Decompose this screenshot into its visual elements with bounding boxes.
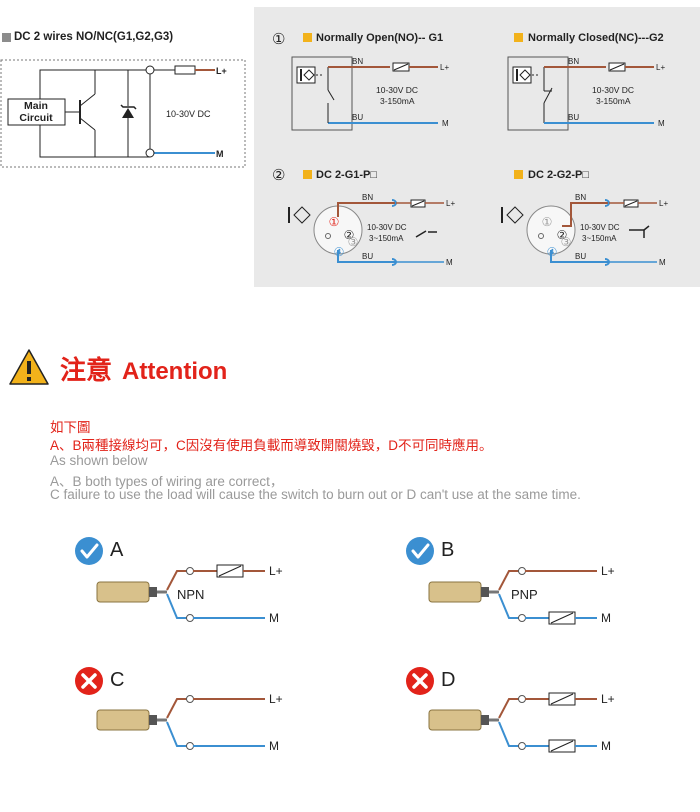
cross-icon <box>75 667 103 695</box>
case-b-letter: B <box>441 539 455 561</box>
note-line-1: 如下圖 <box>50 420 91 435</box>
bn-label: BN <box>362 193 373 202</box>
lplus-label: L+ <box>216 66 227 76</box>
lplus-label: L+ <box>659 199 668 208</box>
gray-square-icon <box>2 33 11 42</box>
m-label: M <box>442 119 449 128</box>
lplus-label: L+ <box>656 63 665 72</box>
orange-square-icon <box>303 33 312 42</box>
npn-label: NPN <box>177 587 204 602</box>
lplus-label: L+ <box>269 692 283 706</box>
attention-title-en: Attention <box>122 358 228 385</box>
sensor-body <box>96 709 150 731</box>
bu-label: BU <box>352 113 363 122</box>
m-label: M <box>269 611 279 625</box>
current-label: 3-150mA <box>596 96 631 106</box>
zener-diode-symbol <box>122 108 134 118</box>
voltage-label: 10-30V DC <box>376 85 418 95</box>
g2p-diagram: ① ② ③ ④ BN BU L+ M 10-30V DC 3~150mA <box>501 193 668 267</box>
main-label: Main <box>24 100 48 112</box>
dashed-outline <box>0 59 246 168</box>
bn-label: BN <box>575 193 586 202</box>
m-label: M <box>658 119 665 128</box>
case-d-wiring: L+ M <box>428 692 615 753</box>
bu-label: BU <box>568 113 579 122</box>
sensor-icon <box>296 66 316 84</box>
number-2: ② <box>272 167 286 184</box>
circuit-label: Circuit <box>19 112 53 124</box>
voltage-label: 10-30V DC <box>592 85 634 95</box>
dc-circuit-diagram: Main Circuit 10-30V DC L+ M <box>0 59 246 168</box>
no-switch-symbol <box>415 230 427 238</box>
pin-2: ② <box>344 228 355 242</box>
sensor-body <box>96 581 150 603</box>
pin-3: ③ <box>348 235 359 249</box>
m-label: M <box>601 739 611 753</box>
m-label: M <box>446 258 453 267</box>
m-label: M <box>269 739 279 753</box>
lplus-label: L+ <box>601 692 615 706</box>
m-label: M <box>216 149 224 159</box>
load-box <box>174 65 196 75</box>
case-a-letter: A <box>110 539 124 561</box>
voltage-label: 10-30V DC <box>367 223 407 232</box>
orange-square-icon <box>514 33 523 42</box>
current-label: 3~150mA <box>369 234 404 243</box>
g1p-diagram: ① ② ③ ④ BN BU L+ M 10-30V DC 3~150mA <box>288 193 455 267</box>
dc-block: DC 2 wires NO/NC(G1,G2,G3) Main Circuit … <box>0 0 252 175</box>
note-line-2: A、B兩種接線均可，C因沒有使用負載而導致開關燒毀，D不可同時應用。 <box>50 438 493 453</box>
sensor-body <box>428 709 482 731</box>
g1p-title: DC 2-G1-P□ <box>316 169 378 181</box>
sensor-body <box>428 581 482 603</box>
m-label: M <box>601 611 611 625</box>
number-1: ① <box>272 31 286 48</box>
check-icon <box>75 537 103 565</box>
bn-label: BN <box>568 57 579 66</box>
attention-title: 注意 Attention <box>60 350 227 387</box>
case-c-wiring: L+ M <box>96 692 283 753</box>
note-line-5: C failure to use the load will cause the… <box>50 487 581 502</box>
warning-icon <box>9 349 49 385</box>
nc-switch-symbol <box>543 87 553 104</box>
pin-2: ② <box>557 228 568 242</box>
case-a-wiring: L+ M NPN <box>96 564 283 625</box>
m-label: M <box>659 258 666 267</box>
pin-1: ① <box>329 215 340 229</box>
lplus-label: L+ <box>601 564 615 578</box>
no-switch-symbol <box>327 89 335 101</box>
current-label: 3~150mA <box>582 234 617 243</box>
bu-label: BU <box>362 252 373 261</box>
sensor-icon <box>512 66 532 84</box>
bu-label: BU <box>575 252 586 261</box>
nc-diagram: BN BU L+ M 10-30V DC 3-150mA <box>507 56 665 131</box>
terminal-top <box>145 65 155 75</box>
voltage-label: 10-30V DC <box>580 223 620 232</box>
lplus-label: L+ <box>446 199 455 208</box>
attention-title-cn: 注意 <box>60 355 113 385</box>
bn-label: BN <box>352 57 363 66</box>
terminal-bottom <box>145 148 155 158</box>
pin-1: ① <box>542 215 553 229</box>
note-line-3: As shown below <box>50 453 148 468</box>
main-circuit-box <box>7 98 66 126</box>
lplus-label: L+ <box>269 564 283 578</box>
dc-block-title: DC 2 wires NO/NC(G1,G2,G3) <box>14 31 174 43</box>
check-icon <box>406 537 434 565</box>
cross-icon <box>406 667 434 695</box>
orange-square-icon <box>303 170 312 179</box>
pin-3: ③ <box>561 235 572 249</box>
nc-title: Normally Closed(NC)---G2 <box>528 32 664 44</box>
voltage-label: 10-30V DC <box>166 109 211 119</box>
no-diagram: BN BU L+ M 10-30V DC 3-150mA <box>291 56 449 131</box>
current-label: 3-150mA <box>380 96 415 106</box>
orange-square-icon <box>514 170 523 179</box>
pnp-label: PNP <box>511 587 538 602</box>
lplus-label: L+ <box>440 63 449 72</box>
no-title: Normally Open(NO)-- G1 <box>316 32 444 44</box>
g2p-title: DC 2-G2-P□ <box>528 169 590 181</box>
case-c-letter: C <box>110 669 125 691</box>
case-d-letter: D <box>441 669 456 691</box>
case-b-wiring: L+ M PNP <box>428 564 615 625</box>
note-line-4: A、B both types of wiring are correct， <box>50 474 284 489</box>
